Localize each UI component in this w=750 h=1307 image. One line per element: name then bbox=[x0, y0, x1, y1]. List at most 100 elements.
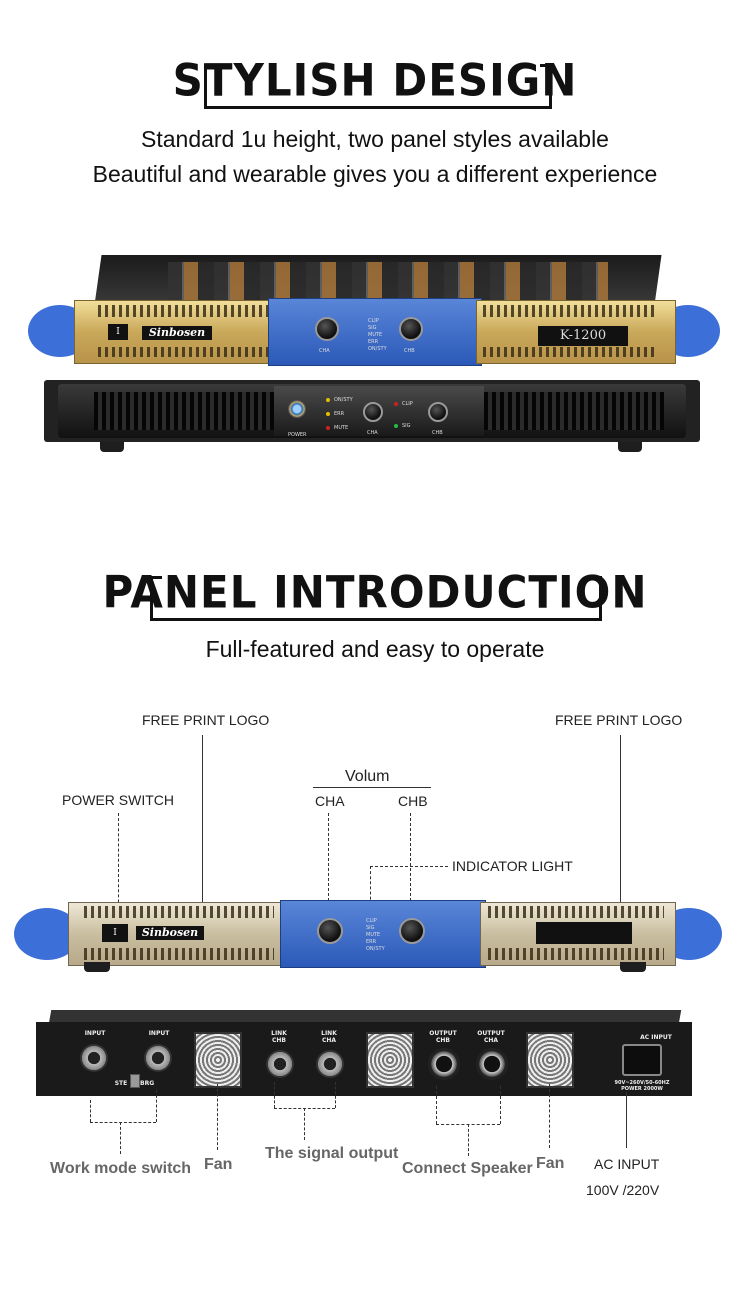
rear-label-link-cha: LINK CHA bbox=[321, 1030, 337, 1044]
rear-label-ac-input: AC INPUT bbox=[640, 1034, 672, 1041]
gold-amp-indicator-clip: CLIP bbox=[368, 318, 379, 324]
black-amp-foot-right bbox=[618, 442, 642, 452]
black-amplifier: POWER ON/STY ERR MUTE CHA CLIP SIG CHB bbox=[44, 380, 700, 455]
black-amp-label-chb: CHB bbox=[432, 430, 443, 436]
black-amp-power-label: POWER bbox=[288, 432, 307, 438]
silver-amp-right-vents-top bbox=[488, 906, 664, 918]
silver-amp-volume-knob-chb[interactable] bbox=[399, 918, 425, 944]
leader-fan-right bbox=[549, 1084, 550, 1148]
rear-work-mode-switch[interactable] bbox=[130, 1074, 140, 1088]
leader-power-switch bbox=[118, 813, 119, 933]
black-amp-label-clip: CLIP bbox=[402, 401, 413, 407]
leader-chb bbox=[410, 813, 411, 926]
gold-amp-indicator-err: ERR bbox=[368, 339, 379, 345]
gold-amp-label-chb: CHB bbox=[404, 348, 415, 354]
panel-introduction-frame bbox=[150, 576, 602, 621]
callout-ac-input: AC INPUT bbox=[594, 1156, 660, 1172]
leader-work-mode-bracket bbox=[90, 1122, 156, 1123]
leader-speaker-right bbox=[500, 1086, 501, 1124]
rear-panel: INPUT STE BRG INPUT LINK CHB LINK CHA OU… bbox=[36, 1010, 692, 1102]
callout-voltage: 100V /220V bbox=[586, 1182, 660, 1198]
stylish-design-title: STYLISH DESIGN bbox=[172, 54, 578, 107]
gold-amp-transformers bbox=[168, 262, 608, 302]
rear-label-link-chb: LINK CHB bbox=[271, 1030, 287, 1044]
rear-speakon-output-chb[interactable] bbox=[428, 1048, 460, 1080]
leader-work-mode-right bbox=[156, 1090, 157, 1122]
rear-label-mode-ste: STE bbox=[114, 1080, 128, 1087]
black-amp-label-mute: MUTE bbox=[334, 425, 349, 431]
silver-amplifier: I Sinbosen CLIP SIG MUTE ERR ON/STY bbox=[14, 900, 722, 972]
silver-amp-indicator-clip: CLIP bbox=[366, 918, 377, 924]
leader-indicator-light-h bbox=[370, 866, 448, 867]
gold-amp-indicator-onsty: ON/STY bbox=[368, 346, 387, 352]
leader-signal-output-right bbox=[335, 1082, 336, 1108]
leader-speaker-left bbox=[436, 1086, 437, 1124]
silver-amp-indicator-onsty: ON/STY bbox=[366, 946, 385, 952]
rear-label-output-chb: OUTPUT CHB bbox=[429, 1030, 457, 1044]
black-amp-led-clip bbox=[394, 402, 398, 406]
section1-subtitle-line2: Beautiful and wearable gives you a diffe… bbox=[92, 161, 658, 187]
panel-introduction-title: PANEL INTRODUCTION bbox=[102, 566, 648, 619]
callout-indicator-light: INDICATOR LIGHT bbox=[452, 858, 573, 874]
rear-ac-power-socket[interactable] bbox=[622, 1044, 662, 1076]
rear-fan-left bbox=[194, 1032, 242, 1088]
gold-amp-volume-knob-chb[interactable] bbox=[399, 317, 423, 341]
section1-subtitle-line1: Standard 1u height, two panel styles ava… bbox=[141, 126, 609, 152]
leader-signal-output-stem bbox=[304, 1108, 305, 1140]
stylish-design-frame bbox=[204, 64, 552, 109]
gold-amp-power-switch-window: I bbox=[108, 324, 128, 340]
callout-connect-speaker: Connect Speaker bbox=[402, 1160, 533, 1177]
silver-amp-volume-knob-cha[interactable] bbox=[317, 918, 343, 944]
callout-free-print-logo-left: FREE PRINT LOGO bbox=[142, 712, 270, 728]
rear-label-power-rating: 90V~260V/50-60HZ POWER 2000W bbox=[614, 1080, 670, 1092]
gold-amp-control-panel bbox=[268, 298, 482, 366]
section2-subtitle: Full-featured and easy to operate bbox=[205, 636, 545, 662]
silver-amp-foot-right bbox=[620, 962, 646, 972]
rear-speakon-output-cha[interactable] bbox=[476, 1048, 508, 1080]
rear-xlr-link-chb[interactable] bbox=[266, 1050, 294, 1078]
leader-work-mode-stem bbox=[120, 1122, 121, 1154]
black-amp-led-onsty bbox=[326, 398, 330, 402]
silver-amp-right-vents-bottom bbox=[488, 948, 664, 960]
rear-fan-center bbox=[366, 1032, 414, 1088]
leader-cha bbox=[328, 813, 329, 926]
black-amp-label-err: ERR bbox=[334, 411, 345, 417]
gold-amp-model-display: K-1200 bbox=[538, 326, 628, 346]
callout-cha: CHA bbox=[315, 793, 345, 809]
rear-label-input-right: INPUT bbox=[148, 1030, 170, 1037]
rear-label-input-left: INPUT bbox=[84, 1030, 106, 1037]
leader-work-mode-left bbox=[90, 1100, 91, 1122]
silver-amp-model-display bbox=[536, 922, 632, 944]
silver-amp-power-switch-window[interactable]: I bbox=[102, 924, 128, 942]
silver-amp-brand-logo: Sinbosen bbox=[136, 926, 204, 940]
black-amp-volume-knob-cha[interactable] bbox=[363, 402, 383, 422]
gold-amp-volume-knob-cha[interactable] bbox=[315, 317, 339, 341]
rear-xlr-input-right[interactable] bbox=[144, 1044, 172, 1072]
callout-power-switch: POWER SWITCH bbox=[62, 792, 174, 808]
leader-fan-left bbox=[217, 1084, 218, 1150]
gold-amp-right-vents-bottom bbox=[483, 347, 658, 357]
rear-label-mode-brg: BRG bbox=[140, 1080, 155, 1087]
black-amp-volume-knob-chb[interactable] bbox=[428, 402, 448, 422]
gold-amp-left-vents-top bbox=[98, 305, 268, 317]
callout-free-print-logo-right: FREE PRINT LOGO bbox=[555, 712, 683, 728]
gold-amp-brand-logo: Sinbosen bbox=[142, 326, 212, 340]
callout-work-mode-switch: Work mode switch bbox=[50, 1160, 192, 1177]
rear-xlr-link-cha[interactable] bbox=[316, 1050, 344, 1078]
silver-amp-foot-left bbox=[84, 962, 110, 972]
silver-amp-indicator-err: ERR bbox=[366, 939, 377, 945]
gold-amp-label-cha: CHA bbox=[319, 348, 330, 354]
rear-fan-right bbox=[526, 1032, 574, 1088]
black-amp-power-button[interactable] bbox=[288, 400, 306, 418]
rear-xlr-input-left[interactable] bbox=[80, 1044, 108, 1072]
black-amp-right-vents bbox=[484, 392, 664, 430]
silver-amp-left-vents-bottom bbox=[84, 948, 274, 960]
leader-indicator-light-v bbox=[370, 866, 371, 920]
gold-amp-indicator-sig: SIG bbox=[368, 325, 377, 331]
black-amp-label-cha: CHA bbox=[367, 430, 378, 436]
silver-amp-left-vents-top bbox=[84, 906, 274, 918]
callout-fan-left: Fan bbox=[204, 1156, 233, 1173]
black-amp-label-sig: SIG bbox=[402, 423, 411, 429]
gold-amplifier: I Sinbosen CHA CHB CLIP SIG MUTE ERR ON/… bbox=[28, 250, 720, 370]
leader-ac-input-v bbox=[626, 1092, 627, 1148]
